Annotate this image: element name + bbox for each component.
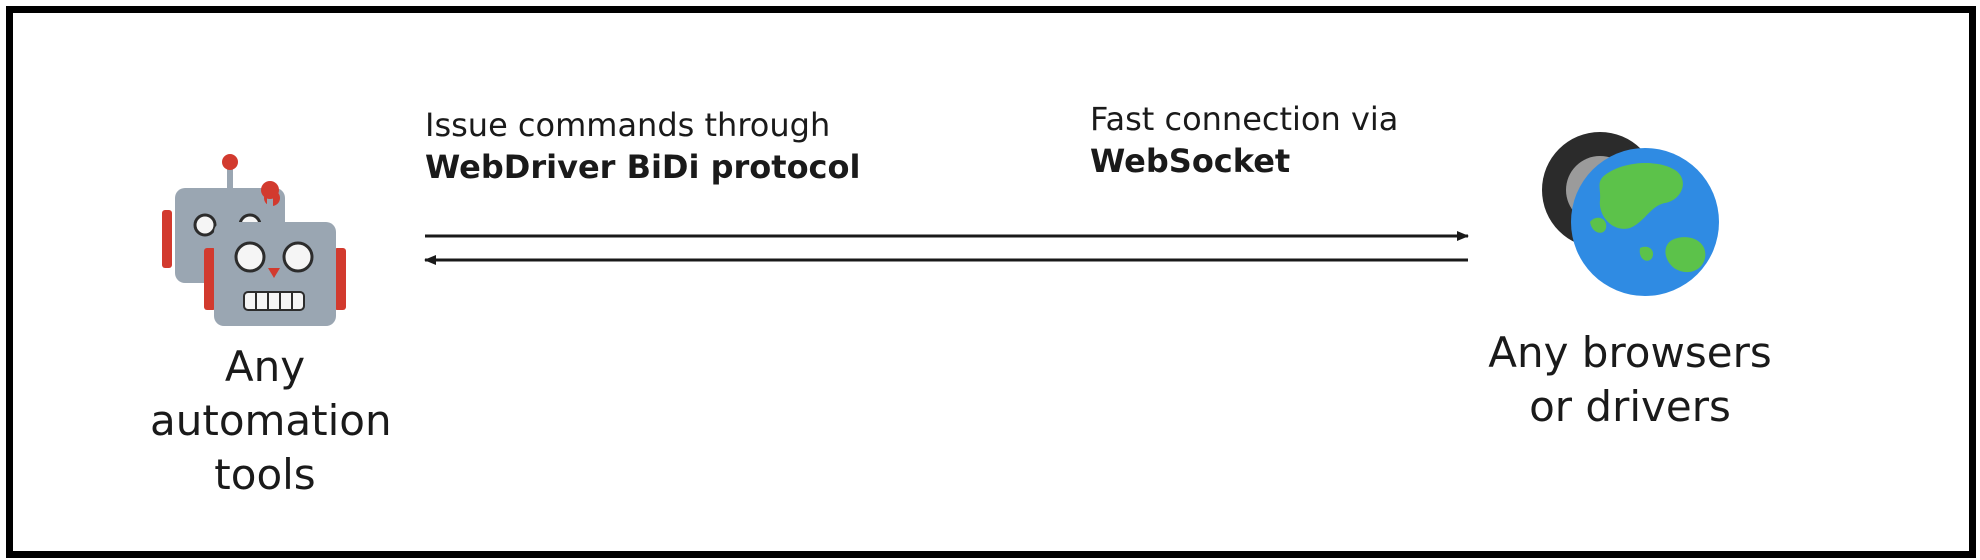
automation-tools-caption: Any automation tools <box>150 340 392 502</box>
commands-label: Issue commands through WebDriver BiDi pr… <box>425 104 860 188</box>
browsers-drivers-caption: Any browsers or drivers <box>1470 326 1790 434</box>
globe-with-tire-icon <box>1542 132 1719 296</box>
caption-line: automation <box>150 396 392 445</box>
robot-front-icon <box>204 181 346 326</box>
connection-label-line1: Fast connection via <box>1090 100 1399 138</box>
globe-icon <box>1571 148 1719 296</box>
commands-label-line1: Issue commands through <box>425 106 831 144</box>
diagram-frame <box>6 6 1976 558</box>
connection-label-line2: WebSocket <box>1090 142 1291 180</box>
caption-line: Any browsers <box>1488 328 1772 377</box>
caption-line: or drivers <box>1529 382 1731 431</box>
caption-line: tools <box>214 450 316 499</box>
caption-line: Any <box>224 342 306 391</box>
robot-icon <box>162 154 346 326</box>
connection-label: Fast connection via WebSocket <box>1090 98 1398 182</box>
commands-label-line2: WebDriver BiDi protocol <box>425 148 861 186</box>
